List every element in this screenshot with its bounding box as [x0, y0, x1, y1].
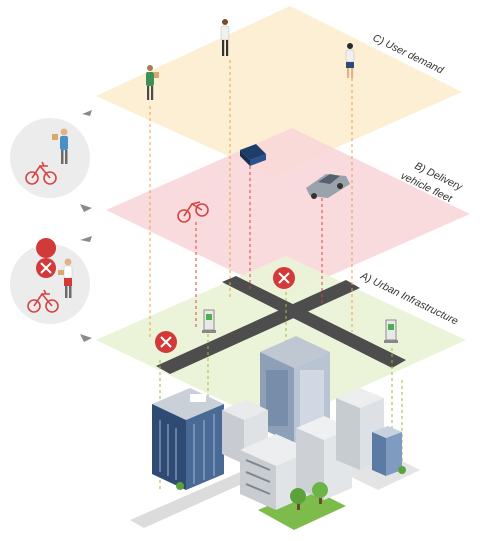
- arrow-icon: [80, 204, 92, 212]
- layer-c-plane: [96, 6, 462, 176]
- location-pin-icon: [273, 267, 295, 289]
- layer-b-plane: [106, 128, 470, 296]
- tree-icon: [312, 482, 328, 504]
- location-pin-icon: [36, 238, 57, 278]
- road-cross: [222, 276, 406, 368]
- building-icon: [152, 388, 224, 490]
- bike-icon: [177, 201, 209, 223]
- user-icon: [146, 65, 159, 100]
- side-circle-user-bike: [10, 118, 90, 198]
- tree-icon: [398, 466, 406, 474]
- tree-icon: [290, 488, 306, 510]
- building-icon: [372, 426, 402, 476]
- van-icon: [240, 144, 266, 166]
- user-icon: [345, 43, 355, 78]
- bike-icon: [25, 161, 57, 185]
- tree-icon: [176, 482, 184, 490]
- road-main: [156, 280, 360, 374]
- user-icon: [52, 128, 68, 164]
- side-arrows: [80, 110, 92, 342]
- arrow-icon: [80, 236, 92, 242]
- car-icon: [306, 174, 350, 199]
- user-icon: [220, 19, 230, 56]
- bike-icon: [27, 289, 59, 313]
- delivery-courier-icon: [58, 258, 73, 298]
- arrow-icon: [82, 110, 92, 116]
- charging-station-icon: [384, 319, 398, 343]
- layer-a-plane: [96, 256, 466, 426]
- location-pin-icon: [155, 331, 177, 353]
- layer-urban-infrastructure: A) Urban Infrastructure: [96, 256, 466, 426]
- arrow-icon: [80, 334, 92, 342]
- charging-station-icon: [202, 309, 216, 333]
- building-icon: [336, 388, 384, 470]
